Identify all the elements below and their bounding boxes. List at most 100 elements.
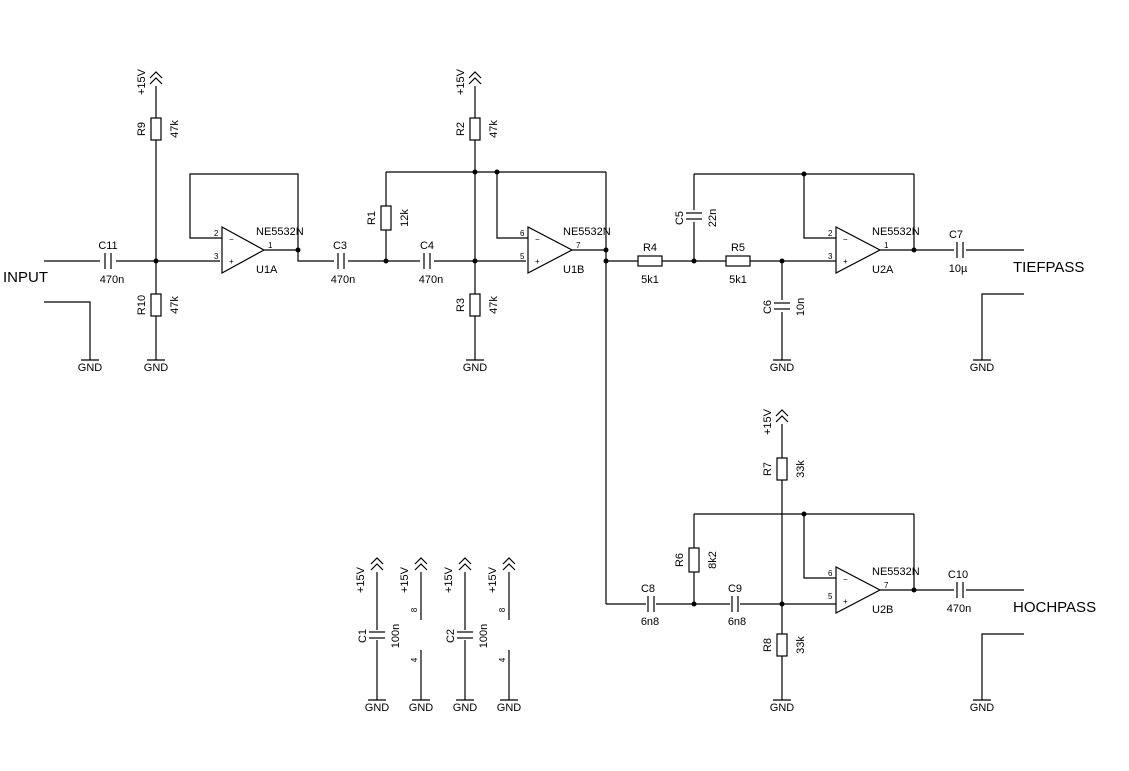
opamp-pin: 1 xyxy=(268,241,273,250)
resistor-r9: R9 47k xyxy=(136,117,181,141)
capacitor-c3: C3 470n xyxy=(331,240,355,286)
opamp-ref: U1B xyxy=(563,264,584,276)
capacitor-ref: C6 xyxy=(762,300,774,314)
capacitor-ref: C5 xyxy=(674,211,686,225)
opamp-pin: 6 xyxy=(828,569,833,578)
capacitor-ref: C8 xyxy=(641,583,655,595)
capacitor-value: 470n xyxy=(419,274,443,286)
gnd-label: GND xyxy=(463,362,488,374)
supply-pin-vee: 4 xyxy=(498,657,507,662)
resistor-ref: R7 xyxy=(762,462,774,476)
svg-text:+: + xyxy=(843,597,848,606)
opamp-pin: 5 xyxy=(520,252,525,261)
resistor-r6: R6 8k2 xyxy=(674,547,719,573)
gnd-label: GND xyxy=(970,362,995,374)
gnd-label: GND xyxy=(409,702,434,714)
capacitor-value: 10n xyxy=(795,298,807,316)
capacitor-value: 470n xyxy=(331,274,355,286)
capacitor-ref: C3 xyxy=(333,240,347,252)
resistor-value: 33k xyxy=(795,460,807,478)
opamp-pin: 6 xyxy=(520,229,525,238)
capacitor-value: 470n xyxy=(100,274,124,286)
gnd-symbol: GND xyxy=(970,699,994,714)
resistor-value: 8k2 xyxy=(707,551,719,569)
vcc-symbol: +15V xyxy=(399,557,428,593)
gnd-symbol: GND xyxy=(970,359,995,374)
opamp-u1b: − + 6 5 7 NE5532N U1B xyxy=(520,226,611,276)
capacitor-ref: C10 xyxy=(948,569,968,581)
resistor-value: 12k xyxy=(399,209,411,227)
capacitor-c11: C11 470n xyxy=(98,240,124,286)
resistor-value: 33k xyxy=(795,636,807,654)
gnd-symbol: GND xyxy=(770,359,794,374)
tiefpass-port-label: TIEFPASS xyxy=(1013,259,1084,276)
gnd-label: GND xyxy=(365,702,390,714)
opamp-u1a: − + 2 3 1 NE5532N U1A xyxy=(214,225,304,276)
capacitor-c5: C5 22n xyxy=(674,209,719,227)
resistor-ref: R4 xyxy=(643,242,657,254)
capacitor-c7: C7 10µ xyxy=(949,229,968,275)
resistor-r2: R2 47k xyxy=(455,117,500,141)
vcc-label: +15V xyxy=(136,68,148,95)
svg-text:+: + xyxy=(535,257,540,266)
opamp-pin: 1 xyxy=(884,241,889,250)
capacitor-c4: C4 470n xyxy=(419,240,443,286)
capacitor-ref: C9 xyxy=(728,583,742,595)
gnd-label: GND xyxy=(453,702,478,714)
gnd-label: GND xyxy=(770,702,795,714)
opamp-part: NE5532N xyxy=(563,226,611,238)
vcc-label: +15V xyxy=(355,566,367,593)
opamp-ref: U2A xyxy=(872,264,894,276)
opamp-part: NE5532N xyxy=(256,226,304,238)
resistor-r4: R4 5k1 xyxy=(637,242,663,286)
resistor-r10: R10 47k xyxy=(136,293,181,317)
svg-text:−: − xyxy=(843,575,848,584)
gnd-label: GND xyxy=(144,362,169,374)
opamp-pin: 3 xyxy=(214,252,219,261)
opamp-ref: U2B xyxy=(872,604,893,616)
opamp-u2a: − + 2 3 1 NE5532N U2A xyxy=(828,226,920,276)
input-port-label: INPUT xyxy=(3,269,48,286)
resistor-ref: R2 xyxy=(455,122,467,136)
capacitor-value: 100n xyxy=(478,624,490,648)
resistor-value: 47k xyxy=(169,120,181,138)
vcc-label: +15V xyxy=(399,566,411,593)
resistor-ref: R3 xyxy=(455,298,467,312)
opamp-pin: 2 xyxy=(828,229,833,238)
resistor-value: 5k1 xyxy=(729,274,747,286)
svg-text:−: − xyxy=(229,235,234,244)
opamp-pin: 2 xyxy=(214,229,219,238)
gnd-symbol: GND xyxy=(770,699,795,714)
gnd-symbol: GND xyxy=(409,699,434,714)
resistor-value: 47k xyxy=(488,120,500,138)
capacitor-c6: C6 10n xyxy=(762,298,807,316)
resistor-value: 47k xyxy=(169,296,181,314)
svg-text:+: + xyxy=(229,257,234,266)
resistor-value: 5k1 xyxy=(641,274,659,286)
resistor-r8: R8 33k xyxy=(762,633,807,657)
supply-pin-vcc: 8 xyxy=(410,607,419,612)
resistor-r5: R5 5k1 xyxy=(725,242,751,286)
opamp-part: NE5532N xyxy=(872,226,920,238)
svg-text:−: − xyxy=(535,235,540,244)
resistor-ref: R1 xyxy=(366,211,378,225)
capacitor-value: 6n8 xyxy=(728,616,746,628)
resistor-ref: R5 xyxy=(731,242,745,254)
resistor-ref: R9 xyxy=(136,122,148,136)
junctions xyxy=(153,169,917,607)
supply-pins-u2: 8 4 xyxy=(498,607,507,662)
resistor-ref: R8 xyxy=(762,638,774,652)
opamp-ref: U1A xyxy=(256,264,278,276)
opamp-pin: 7 xyxy=(576,241,581,250)
capacitor-c9: C9 6n8 xyxy=(728,583,746,628)
svg-text:+: + xyxy=(843,257,848,266)
gnd-symbol: GND xyxy=(453,699,478,714)
gnd-symbol: GND xyxy=(497,699,521,714)
supply-pins-u1: 8 4 xyxy=(410,607,419,662)
capacitor-ref: C2 xyxy=(445,629,457,643)
hochpass-port-label: HOCHPASS xyxy=(1013,599,1096,616)
opamp-pin: 5 xyxy=(828,592,833,601)
capacitor-value: 10µ xyxy=(949,263,968,275)
capacitor-c1: C1 100n xyxy=(357,624,402,648)
